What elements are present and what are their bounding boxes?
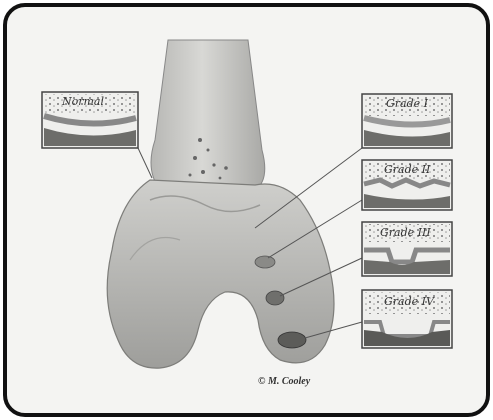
lesion-grade-4	[278, 332, 306, 348]
inset-grade-4: Grade IV	[362, 290, 452, 348]
inset-grade-4-label: Grade IV	[384, 295, 435, 308]
lesion-grade-2	[255, 256, 275, 268]
inset-grade-2-label: Grade II	[384, 163, 431, 176]
inset-grade-1-label: Grade I	[386, 97, 429, 110]
inset-grade-1: Grade I	[362, 94, 452, 148]
inset-grade-3: Grade III	[362, 222, 452, 276]
inset-normal-label: Normal	[61, 95, 104, 108]
lesion-grade-3	[266, 291, 284, 305]
inset-normal: Normal	[42, 92, 138, 148]
femur-shaft	[151, 40, 265, 190]
credit-text: © M. Cooley	[258, 376, 311, 387]
inset-grade-3-label: Grade III	[380, 226, 431, 239]
inset-grade-2: Grade II	[362, 160, 452, 210]
